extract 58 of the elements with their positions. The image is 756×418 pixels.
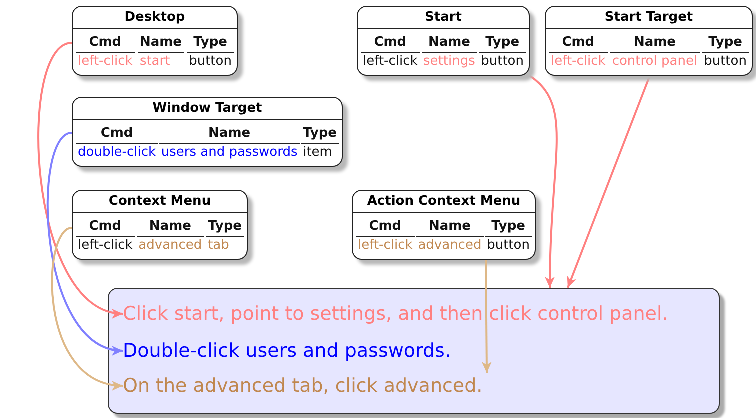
column-header: Type bbox=[206, 218, 244, 237]
column-header: Type bbox=[702, 34, 749, 53]
column-header: Cmd bbox=[76, 34, 135, 53]
column-header: Name bbox=[416, 218, 484, 237]
table-cell-text: left-click bbox=[77, 53, 134, 71]
table-title: Window Target bbox=[73, 98, 342, 120]
table-title: Context Menu bbox=[73, 191, 247, 213]
arrow bbox=[38, 42, 124, 316]
column-header: Name bbox=[422, 34, 478, 53]
column-header: Name bbox=[136, 218, 204, 237]
table-cell-text: settings bbox=[422, 53, 476, 71]
column-header: Cmd bbox=[549, 34, 608, 53]
table-title: Start bbox=[358, 7, 529, 29]
arrow bbox=[567, 76, 651, 288]
column-header: Cmd bbox=[361, 34, 420, 53]
arrow bbox=[529, 75, 558, 288]
table-cell-text: advanced bbox=[138, 237, 204, 255]
table-cell-text: left-click bbox=[357, 237, 414, 255]
table-card bbox=[352, 190, 536, 260]
table-cell-text: users and passwords bbox=[160, 144, 299, 162]
column-header: Type bbox=[485, 218, 532, 237]
table-cell-text: left-click bbox=[77, 237, 134, 255]
column-header: Type bbox=[187, 34, 234, 53]
table-title: Desktop bbox=[73, 7, 237, 29]
table-card bbox=[357, 6, 530, 76]
column-header: Cmd bbox=[356, 218, 415, 237]
table-card bbox=[545, 6, 753, 76]
table-cell-text: start bbox=[138, 53, 172, 71]
table-cell-text: tab bbox=[207, 237, 230, 255]
column-header: Type bbox=[301, 125, 339, 144]
table-cell-text: button bbox=[188, 53, 233, 71]
arrow bbox=[482, 260, 492, 374]
table-cell-text: item bbox=[302, 144, 334, 162]
column-header: Name bbox=[610, 34, 700, 53]
arrow bbox=[47, 132, 124, 354]
instruction-text: Click start, point to settings, and then click control panel. bbox=[123, 301, 668, 327]
column-header: Name bbox=[138, 34, 184, 53]
column-header: Cmd bbox=[76, 125, 158, 144]
table-cell-text: button bbox=[703, 53, 748, 71]
table-cell-text: double-click bbox=[77, 144, 158, 162]
table-title: Start Target bbox=[546, 7, 752, 29]
instruction-panel bbox=[108, 288, 720, 414]
table-cell-text: button bbox=[486, 237, 531, 255]
table-cell-text: control panel bbox=[611, 53, 699, 71]
table-cell-text: advanced bbox=[417, 237, 483, 255]
table-card bbox=[72, 97, 343, 167]
column-header: Type bbox=[479, 34, 526, 53]
table-title: Action Context Menu bbox=[353, 191, 535, 213]
table-card bbox=[72, 6, 238, 76]
table-cell-text: left-click bbox=[550, 53, 607, 71]
instruction-text: On the advanced tab, click advanced. bbox=[123, 373, 483, 399]
arrow bbox=[51, 227, 124, 390]
column-header: Name bbox=[159, 125, 300, 144]
table-card bbox=[72, 190, 248, 260]
instruction-text: Double-click users and passwords. bbox=[123, 338, 451, 364]
table-cell-text: button bbox=[480, 53, 525, 71]
table-cell-text: left-click bbox=[362, 53, 419, 71]
column-header: Cmd bbox=[76, 218, 135, 237]
